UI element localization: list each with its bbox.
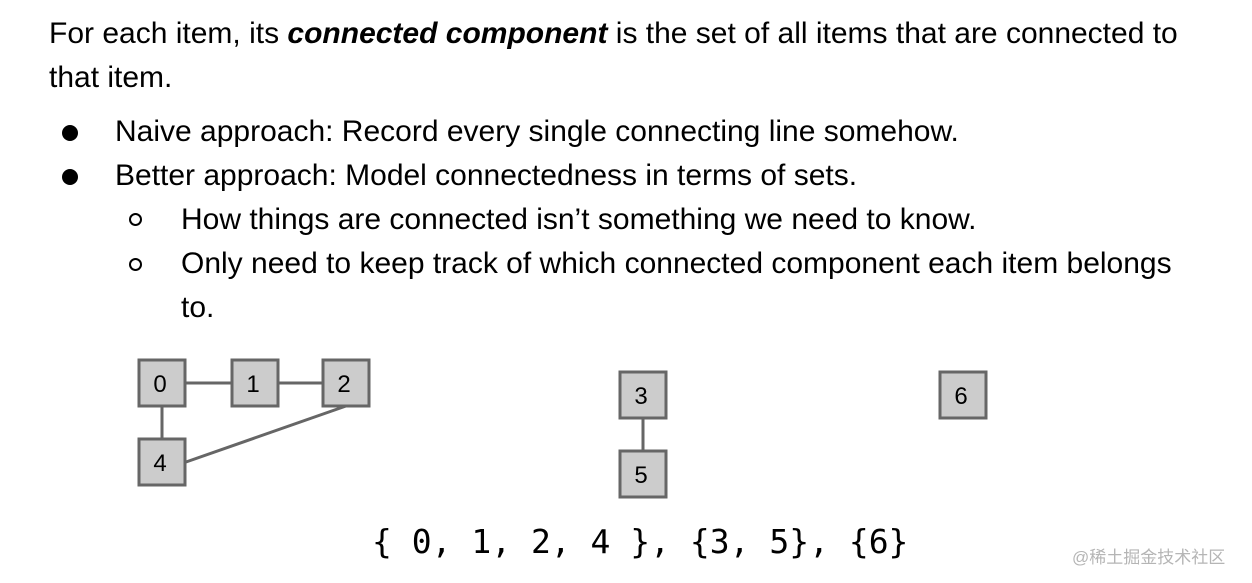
svg-text:1: 1 xyxy=(246,371,259,398)
node-4: 4 xyxy=(137,437,187,487)
intro-suffix: is the set of all items that are connect… xyxy=(49,17,1178,94)
defined-term: connected component xyxy=(287,17,608,50)
node-5: 5 xyxy=(618,449,668,499)
sets-notation: { 0, 1, 2, 4 }, {3, 5}, {6} xyxy=(372,522,909,561)
node-3: 3 xyxy=(618,370,668,420)
svg-text:5: 5 xyxy=(634,462,647,489)
sub-bullet-item: How things are connected isn’t something… xyxy=(181,203,977,236)
svg-text:2: 2 xyxy=(337,371,350,398)
bullet-item: Better approach: Model connectedness in … xyxy=(115,159,858,192)
edge-2-4 xyxy=(185,404,347,464)
intro-prefix: For each item, its xyxy=(49,17,288,50)
sub-bullet-circle-icon xyxy=(129,213,142,226)
svg-text:0: 0 xyxy=(153,371,166,398)
bullet-dot-icon xyxy=(62,125,78,141)
svg-text:4: 4 xyxy=(153,450,166,477)
sub-bullet-item: Only need to keep track of which connect… xyxy=(181,247,1172,324)
bullet-item: Naive approach: Record every single conn… xyxy=(115,115,959,148)
svg-text:3: 3 xyxy=(634,383,647,410)
node-1: 1 xyxy=(230,358,280,408)
node-2: 2 xyxy=(321,358,371,408)
svg-text:6: 6 xyxy=(954,383,967,410)
intro-paragraph: For each item, its connected component i… xyxy=(49,12,1199,100)
node-6: 6 xyxy=(938,370,988,420)
bullet-dot-icon xyxy=(62,169,78,185)
node-0: 0 xyxy=(137,358,187,408)
sub-bullet-circle-icon xyxy=(129,258,142,271)
watermark: @稀土掘金技术社区 xyxy=(1072,548,1226,567)
